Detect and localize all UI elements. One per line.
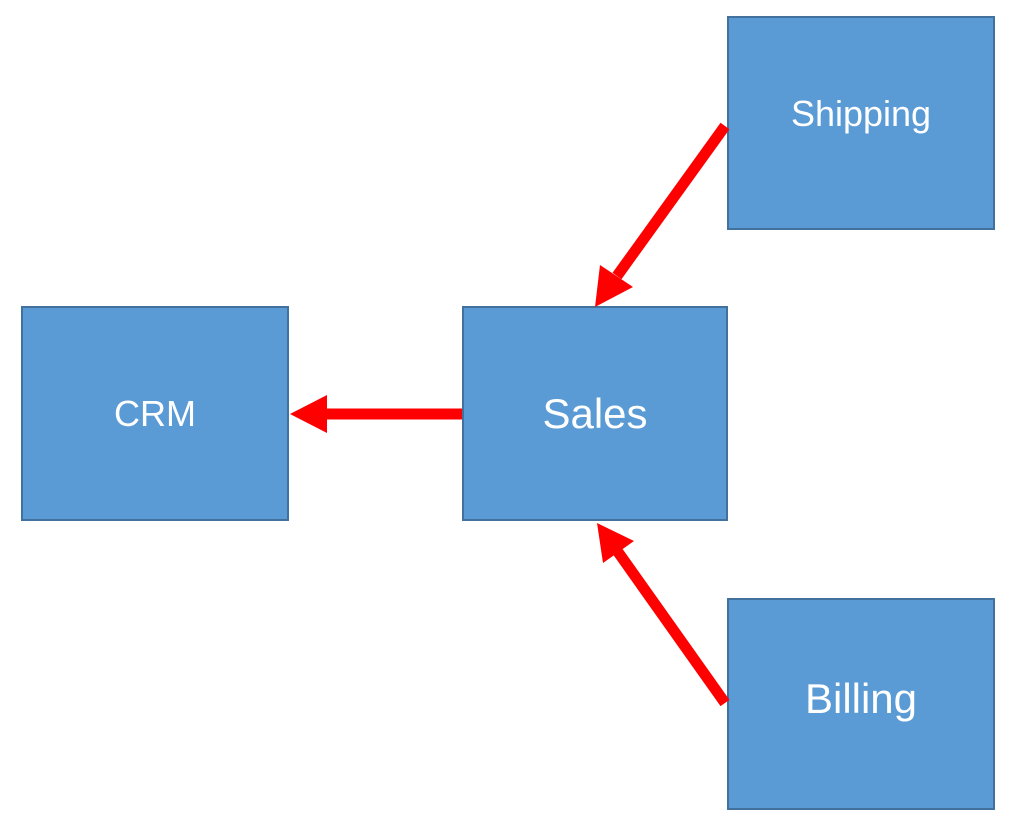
billing-box: Billing [727,598,995,810]
sales-label: Sales [542,389,648,437]
crm-box: CRM [21,306,289,521]
crm-label: CRM [114,392,196,434]
shipping-label: Shipping [790,93,932,134]
arrow-shipping-to-sales [595,122,730,307]
arrow-billing-to-sales [597,523,730,707]
arrow-sales-to-crm [290,395,462,433]
shipping-box: Shipping [727,16,995,230]
billing-label: Billing [804,675,918,722]
sales-box: Sales [462,306,728,521]
